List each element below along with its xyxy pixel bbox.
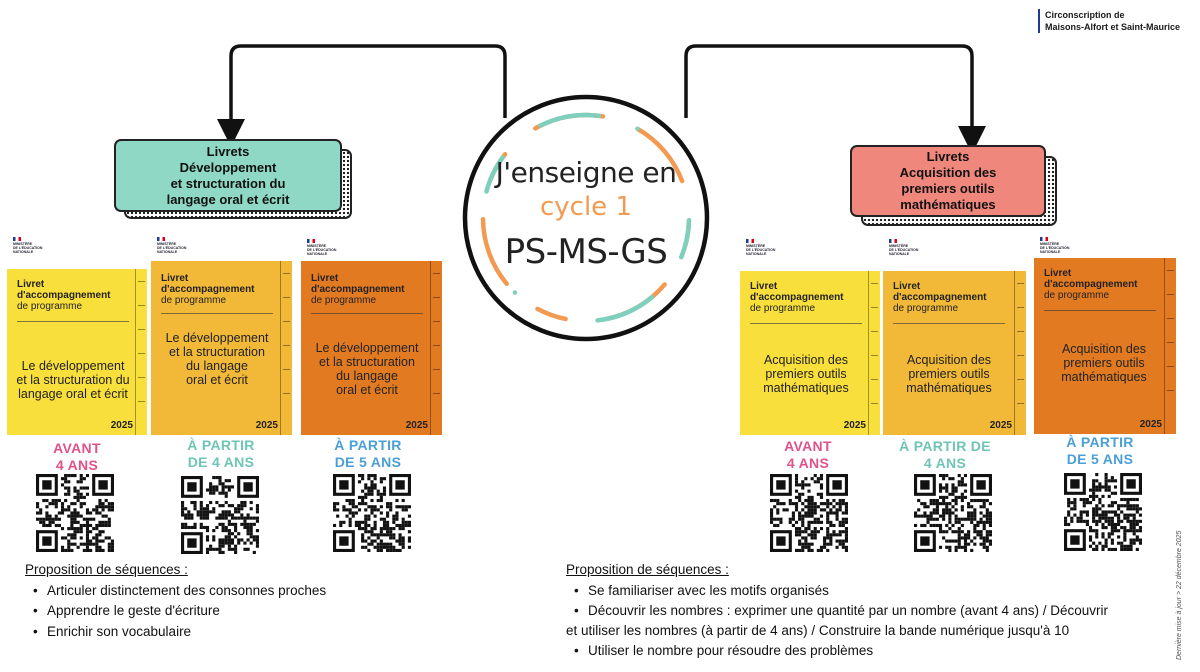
cover-kicker-1: Livret [311,273,339,284]
cover-kicker-3: de programme [161,295,227,306]
list-item: Découvrir les nombres : exprimer une qua… [566,601,1166,621]
right-title-line-3: premiers outils [901,181,995,196]
cover-kicker-1: Livret [750,281,778,292]
cover-kicker-3: de programme [311,295,377,306]
right-title-box: Livrets Acquisition des premiers outils … [850,145,1046,217]
cover-kicker-3: de programme [17,301,83,312]
right-connector-arrow [684,44,986,154]
cover-kicker-2: d'accompagnement [750,292,844,303]
center-line-2: cycle 1 [539,192,632,222]
circle-dash-teal [480,112,692,324]
cover-year: 2025 [110,420,133,431]
cover-kicker-2: d'accompagnement [311,284,405,295]
cover-kicker-1: Livret [161,273,189,284]
left-sequences-list: Articuler distinctement des consonnes pr… [25,581,465,642]
circ-line-1: Circonscription de [1045,10,1125,20]
cover-kicker-3: de programme [750,303,816,314]
cover-kicker-2: d'accompagnement [17,290,111,301]
qr-code-maths-4-ans[interactable] [914,474,992,552]
list-item: Enrichir son vocabulaire [25,622,465,642]
list-item: Se familiariser avec les motifs organisé… [566,581,1166,601]
list-item: Utiliser le nombre pour résoudre des pro… [566,641,1166,661]
right-sequences-title: Proposition de séquences : [566,562,729,577]
left-sequences-title: Proposition de séquences : [25,562,188,577]
left-title-line-4: langage oral et écrit [166,191,290,207]
cover-kicker-2: d'accompagnement [161,284,255,295]
cover-year: 2025 [405,420,428,431]
list-item-continuation: et utiliser les nombres (à partir de 4 a… [566,622,1070,638]
cover-kicker-1: Livret [893,281,921,292]
center-line-1: J'enseigne en [495,156,677,189]
left-title-box: Livrets Développement et structuration d… [114,139,342,212]
right-title-line-1: Livrets [926,149,970,164]
qr-code-oral-avant-4[interactable] [36,474,114,552]
left-title-line-1: Livrets [206,143,250,159]
cover-kicker-3: de programme [893,303,959,314]
cover-year: 2025 [989,420,1012,431]
right-title-line-4: mathématiques [900,197,996,212]
cover-year: 2025 [1139,419,1162,430]
circ-line-2: Maisons-Alfort et Saint-Maurice [1045,22,1181,32]
cover-year: 2025 [255,420,278,431]
cover-year: 2025 [843,420,866,431]
left-connector-arrow [217,44,507,147]
left-title-line-3: et structuration du [170,175,286,191]
qr-code-maths-5-ans[interactable] [1064,473,1142,551]
center-circle [462,94,710,342]
right-sequences-list: Se familiariser avec les motifs organisé… [566,581,1166,661]
qr-code-oral-5-ans[interactable] [333,474,411,552]
left-title-line-2: Développement [179,159,277,175]
qr-code-oral-4-ans[interactable] [181,476,259,554]
last-updated-date: Dernière mise à jour > 22 décembre 2025 [1176,530,1183,660]
circonscription-label: Circonscription de Maisons-Alfort et Sai… [1038,9,1180,33]
cover-kicker-1: Livret [1044,268,1072,279]
left-sequences: Proposition de séquences : Articuler dis… [25,560,465,642]
cover-kicker-2: d'accompagnement [1044,279,1138,290]
list-item: Articuler distinctement des consonnes pr… [25,581,465,601]
right-sequences: Proposition de séquences : Se familiaris… [566,560,1166,662]
center-line-3: PS-MS-GS [504,232,668,272]
qr-code-maths-avant-4[interactable] [770,474,848,552]
right-title-line-2: Acquisition des [899,165,997,180]
cover-kicker-3: de programme [1044,290,1110,301]
list-item: Apprendre le geste d'écriture [25,601,465,621]
cover-kicker-1: Livret [17,279,45,290]
cover-kicker-2: d'accompagnement [893,292,987,303]
